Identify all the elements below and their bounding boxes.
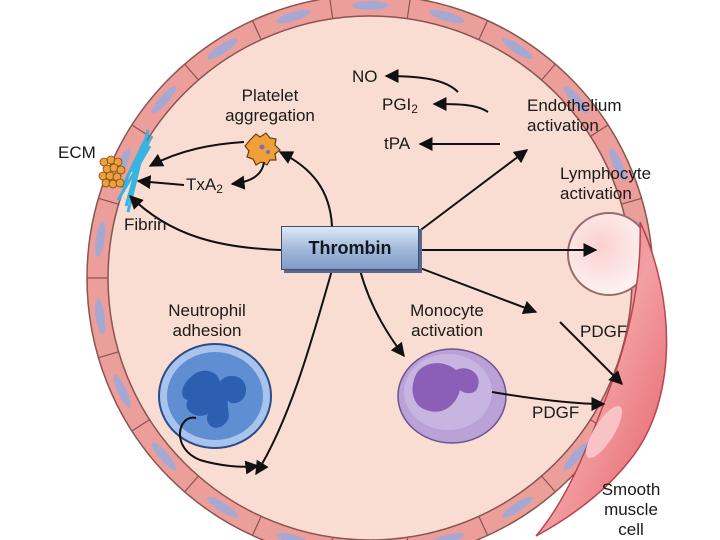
arrow-to-no	[384, 69, 459, 93]
tpa-label: tPA	[384, 134, 411, 153]
neutrophil-adhesion-label: Neutrophil adhesion	[168, 301, 246, 340]
endothelial-cell-border	[590, 124, 609, 137]
thrombin-label: Thrombin	[308, 237, 392, 258]
endothelial-cell-border	[329, 0, 334, 19]
endothelial-cell-border	[621, 197, 642, 205]
endothelial-cell-border	[541, 63, 556, 81]
fibrin-strands	[116, 129, 154, 213]
endothelial-nucleus	[95, 298, 106, 335]
lymphocyte-activation-label: Lymphocyte activation	[560, 164, 652, 203]
platelet-icon	[244, 132, 281, 166]
pdgf-upper-label: PDGF	[580, 322, 628, 341]
monocyte-nucleus	[412, 363, 479, 412]
smooth-muscle-cell	[535, 221, 668, 537]
endothelial-cell-border	[478, 20, 489, 40]
endothelial-cell-border	[98, 197, 119, 205]
arrow-platelet-to-ecm	[148, 141, 245, 167]
endothelial-nucleus	[563, 85, 589, 114]
neutrophil-cell	[158, 343, 272, 475]
fibrin-clot	[98, 129, 154, 213]
ecm-platelet-cluster	[98, 155, 126, 189]
vessel-lumen	[107, 15, 633, 540]
smooth-muscle-cell-label: Smooth muscle cell	[601, 480, 661, 539]
endothelial-cell-borders	[87, 0, 653, 540]
arrow-to-pgi2	[432, 97, 489, 113]
endothelial-cell-border	[184, 475, 199, 493]
thrombin-box: Thrombin	[281, 226, 419, 270]
endothelial-cell-border	[184, 63, 199, 81]
endothelial-nucleus	[429, 532, 465, 540]
endothelial-cell-border	[541, 475, 556, 493]
endothelial-nucleus	[207, 496, 239, 518]
arrow-to-platelet	[278, 151, 333, 227]
fibrin-label: Fibrin	[124, 215, 167, 234]
arrow-to-pdgf-upper	[419, 267, 538, 315]
endothelial-cell-border	[98, 351, 119, 359]
monocyte-cell	[397, 348, 507, 444]
endothelial-nucleus	[151, 442, 177, 471]
arrow-to-neutrophil	[255, 269, 333, 476]
endothelial-nucleus	[563, 442, 589, 471]
endothelial-cell-border	[251, 516, 262, 536]
monocyte-activation-label: Monocyte activation	[410, 301, 484, 340]
endothelial-cell-border	[406, 0, 411, 19]
endothelial-cell-border	[251, 20, 262, 40]
endothelial-cell-border	[131, 419, 150, 432]
endothelial-nucleus	[352, 1, 388, 10]
arrow-to-monocyte	[359, 269, 405, 358]
endothelial-nucleus	[113, 374, 131, 408]
endothelial-nucleus	[501, 38, 533, 60]
endothelial-nucleus	[609, 148, 627, 182]
endothelial-nucleus	[207, 38, 239, 60]
endothelial-nucleus	[275, 532, 311, 540]
arrow-to-fibrin	[129, 195, 282, 251]
endothelial-nucleus	[429, 9, 465, 24]
arrow-to-endothelium	[417, 149, 529, 233]
endothelial-nucleus	[95, 221, 106, 258]
endothelial-nucleus	[275, 9, 311, 24]
platelet-aggregation-label: Platelet aggregation	[225, 86, 315, 125]
pdgf-lower-label: PDGF	[532, 403, 580, 422]
arrow-platelet-to-txa2	[230, 161, 265, 190]
arrow-monocyte-to-smc	[491, 391, 606, 411]
endothelial-nucleus	[501, 496, 533, 518]
neutrophil-nucleus	[182, 370, 246, 428]
endothelial-cell-border	[478, 516, 489, 536]
arrow-txa2-to-ecm	[136, 175, 185, 190]
no-label: NO	[352, 67, 378, 86]
endothelium-activation-label: Endothelium activation	[527, 96, 622, 135]
pgi2-label: PGI2	[382, 95, 418, 116]
endothelial-nucleus	[151, 85, 177, 114]
arrows	[129, 69, 623, 476]
txa2-label: TxA2	[186, 175, 223, 196]
ecm-label: ECM	[58, 143, 96, 162]
arrow-pdgf-to-smc	[559, 321, 623, 385]
